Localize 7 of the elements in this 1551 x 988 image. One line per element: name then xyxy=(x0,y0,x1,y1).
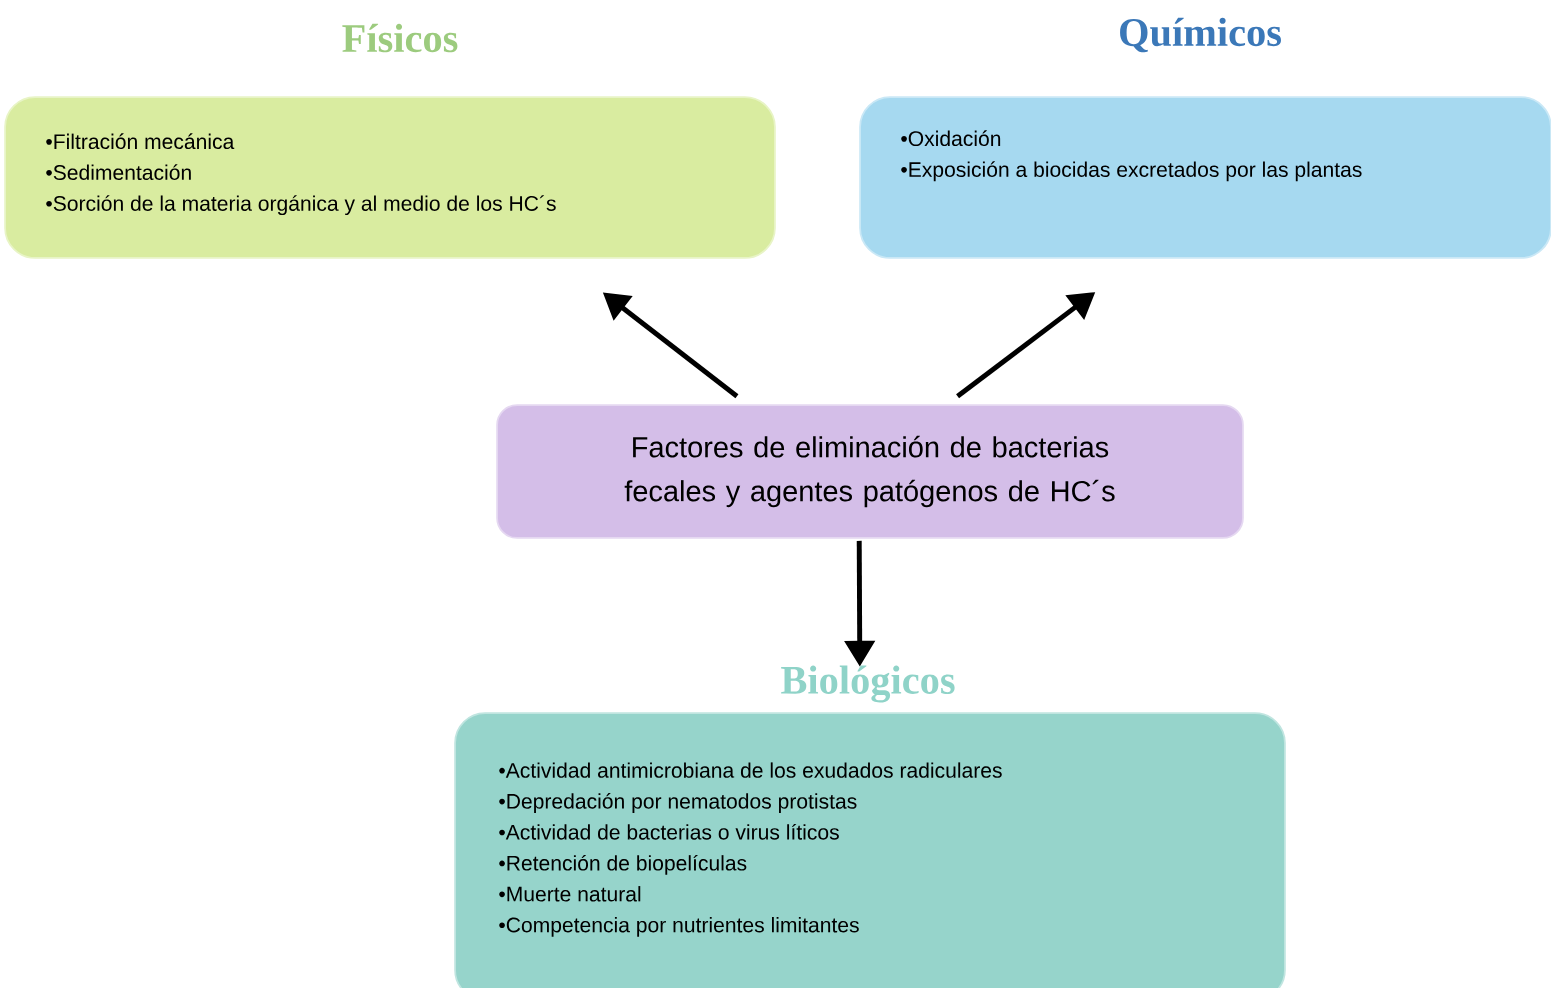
category-box: Biológicos •Actividad antimicrobiana de los exudados radiculares •Depredación por nematodos protistas •Actividad de bacterias o virus líticos •Retención de biopelículas •Muerte natural •Competencia por nutrientes limitantes xyxy=(454,665,1286,988)
node-label: Biológicos xyxy=(781,665,955,703)
category-box: Químicos •Oxidación •Exposición a biocidas excretados por las plantas xyxy=(859,17,1551,259)
node-label: Físicos xyxy=(342,23,458,53)
factor-box: Factores de eliminación de bacterias fecales y agentes patógenos de HC´s xyxy=(496,404,1244,539)
node-label: Químicos xyxy=(1120,17,1281,53)
category-box: Físicos •Filtración mecánica •Sedimentación •Sorción de la materia orgánica y al medio de los HC´s xyxy=(4,23,776,259)
